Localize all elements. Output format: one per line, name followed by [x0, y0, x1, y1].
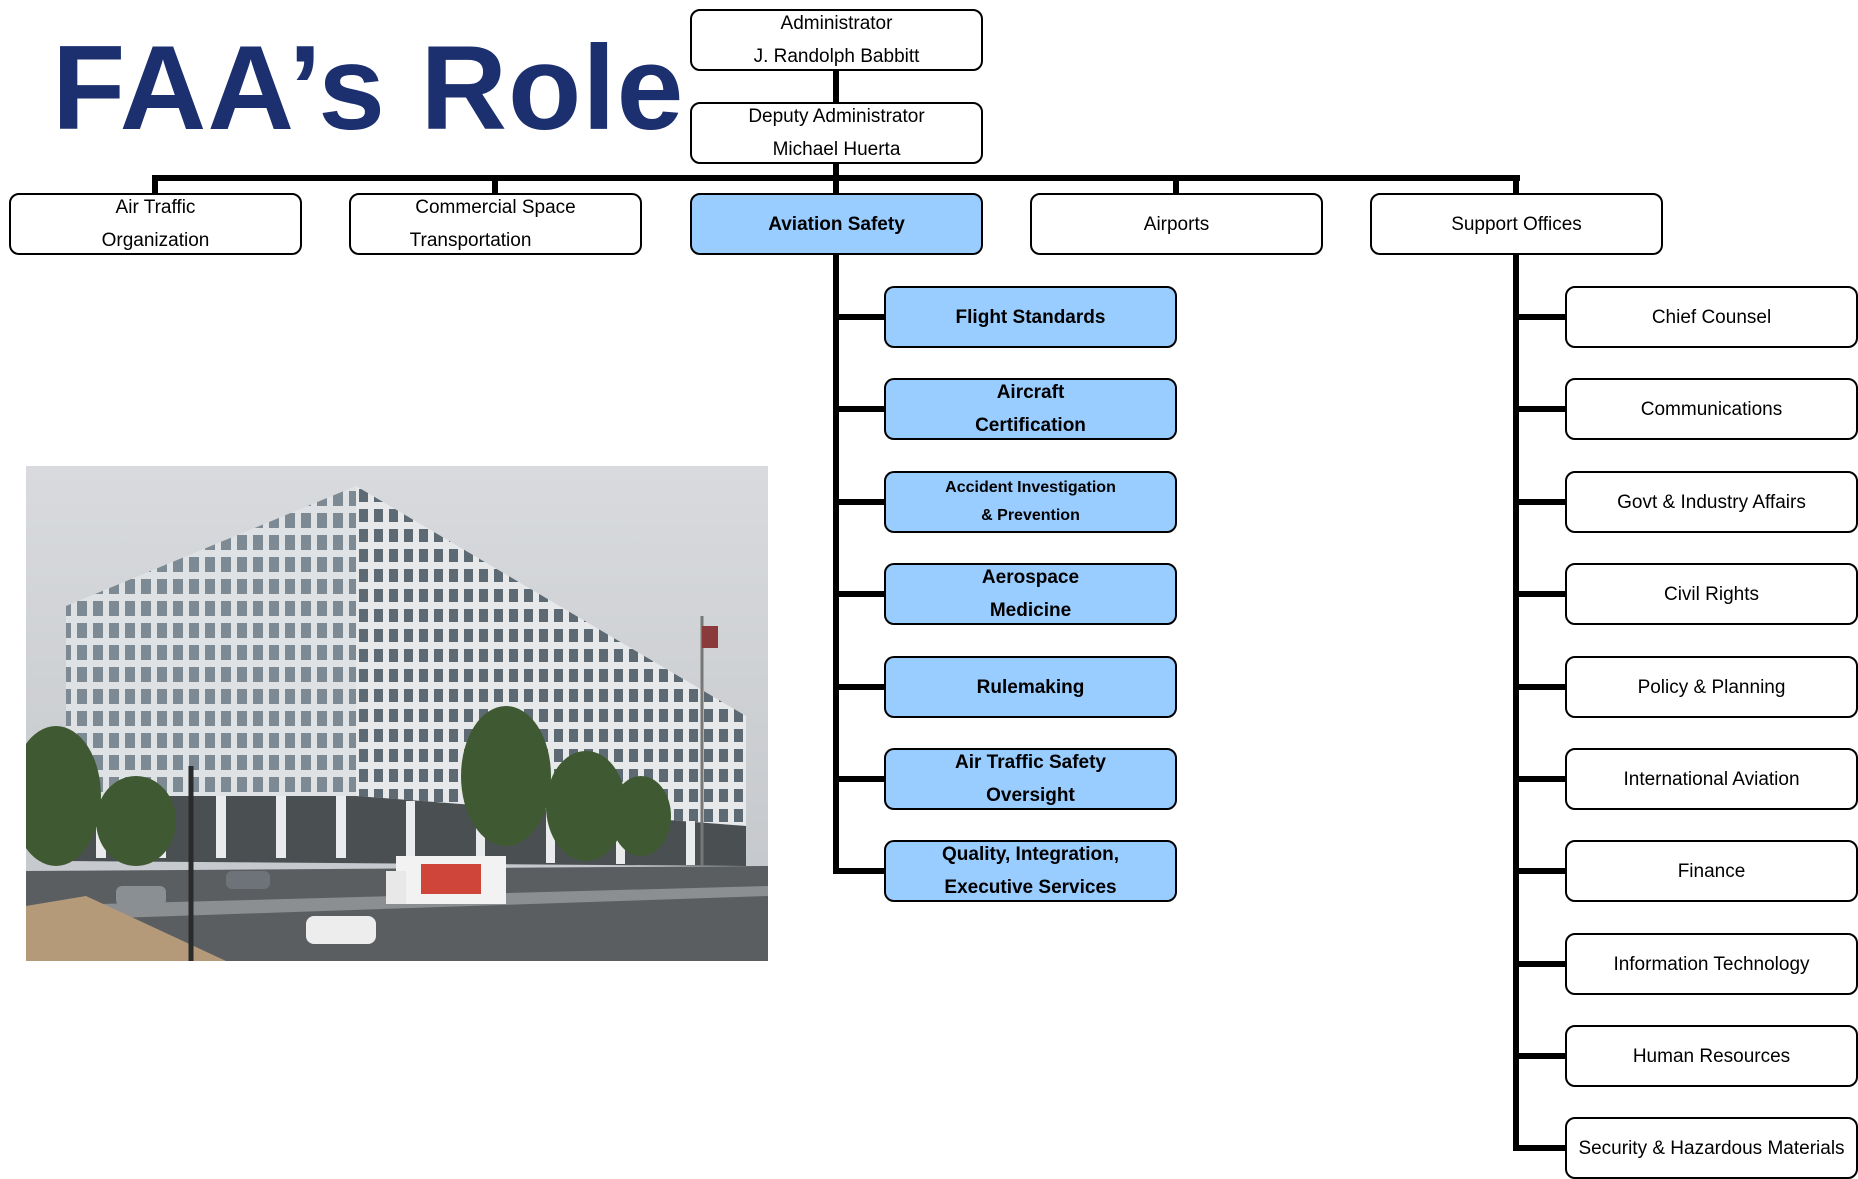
division-label: Transportation — [409, 230, 532, 251]
office-label: Civil Rights — [1663, 583, 1760, 605]
unit-aircraft-certification: Aircraft Certification — [884, 378, 1177, 440]
office-label: Human Resources — [1632, 1045, 1791, 1067]
unit-quality-integration-executive-services: Quality, Integration, Executive Services — [884, 840, 1177, 902]
unit-rulemaking: Rulemaking — [884, 656, 1177, 718]
deputy-administrator-box: Deputy Administrator Michael Huerta — [690, 102, 983, 164]
unit-label: & Prevention — [981, 507, 1080, 524]
office-chief-counsel: Chief Counsel — [1565, 286, 1858, 348]
deputy-name: Michael Huerta — [772, 139, 901, 160]
division-support-offices: Support Offices — [1370, 193, 1663, 255]
office-communications: Communications — [1565, 378, 1858, 440]
unit-label: Aircraft — [996, 382, 1065, 403]
division-label: Support Offices — [1451, 213, 1582, 235]
connector-lines — [152, 70, 1565, 1151]
office-policy-planning: Policy & Planning — [1565, 656, 1858, 718]
faa-headquarters-photo — [26, 466, 768, 961]
unit-accident-investigation-prevention: Accident Investigation & Prevention — [884, 471, 1177, 533]
division-commercial-space-transportation: Commercial Space Transportation — [349, 193, 642, 255]
unit-label: Certification — [975, 415, 1086, 436]
office-label: Chief Counsel — [1651, 306, 1772, 328]
office-govt-industry-affairs: Govt & Industry Affairs — [1565, 471, 1858, 533]
unit-flight-standards: Flight Standards — [884, 286, 1177, 348]
unit-label: Accident Investigation — [945, 479, 1116, 496]
office-security-hazardous-materials: Security & Hazardous Materials — [1565, 1117, 1858, 1179]
office-label: Govt & Industry Affairs — [1617, 491, 1806, 513]
unit-label: Executive Services — [944, 877, 1117, 898]
unit-label: Aerospace — [981, 567, 1080, 588]
office-civil-rights: Civil Rights — [1565, 563, 1858, 625]
office-human-resources: Human Resources — [1565, 1025, 1858, 1087]
administrator-name: J. Randolph Babbitt — [753, 46, 920, 67]
division-air-traffic-organization: Air Traffic Organization — [9, 193, 302, 255]
office-international-aviation: International Aviation — [1565, 748, 1858, 810]
office-label: Information Technology — [1613, 953, 1810, 975]
unit-label: Oversight — [986, 785, 1075, 806]
division-aviation-safety: Aviation Safety — [690, 193, 983, 255]
unit-air-traffic-safety-oversight: Air Traffic Safety Oversight — [884, 748, 1177, 810]
office-finance: Finance — [1565, 840, 1858, 902]
office-label: Security & Hazardous Materials — [1578, 1137, 1845, 1159]
office-label: Policy & Planning — [1637, 676, 1786, 698]
unit-label: Medicine — [989, 600, 1072, 621]
administrator-box: Administrator J. Randolph Babbitt — [690, 9, 983, 71]
office-label: Communications — [1640, 398, 1783, 420]
division-label: Airports — [1143, 213, 1210, 235]
unit-label: Flight Standards — [955, 306, 1106, 328]
division-label: Air Traffic — [115, 197, 196, 218]
division-label: Organization — [101, 230, 210, 251]
administrator-title: Administrator — [780, 13, 893, 34]
unit-aerospace-medicine: Aerospace Medicine — [884, 563, 1177, 625]
unit-label: Quality, Integration, — [942, 844, 1119, 865]
division-label: Commercial Space — [415, 197, 576, 218]
unit-label: Rulemaking — [976, 676, 1085, 698]
office-label: Finance — [1677, 860, 1746, 882]
deputy-title: Deputy Administrator — [748, 106, 925, 127]
unit-label: Air Traffic Safety — [955, 752, 1106, 773]
division-label: Aviation Safety — [768, 213, 905, 235]
office-label: International Aviation — [1623, 768, 1800, 790]
division-airports: Airports — [1030, 193, 1323, 255]
office-information-technology: Information Technology — [1565, 933, 1858, 995]
page-title: FAA’s Role — [52, 21, 685, 155]
